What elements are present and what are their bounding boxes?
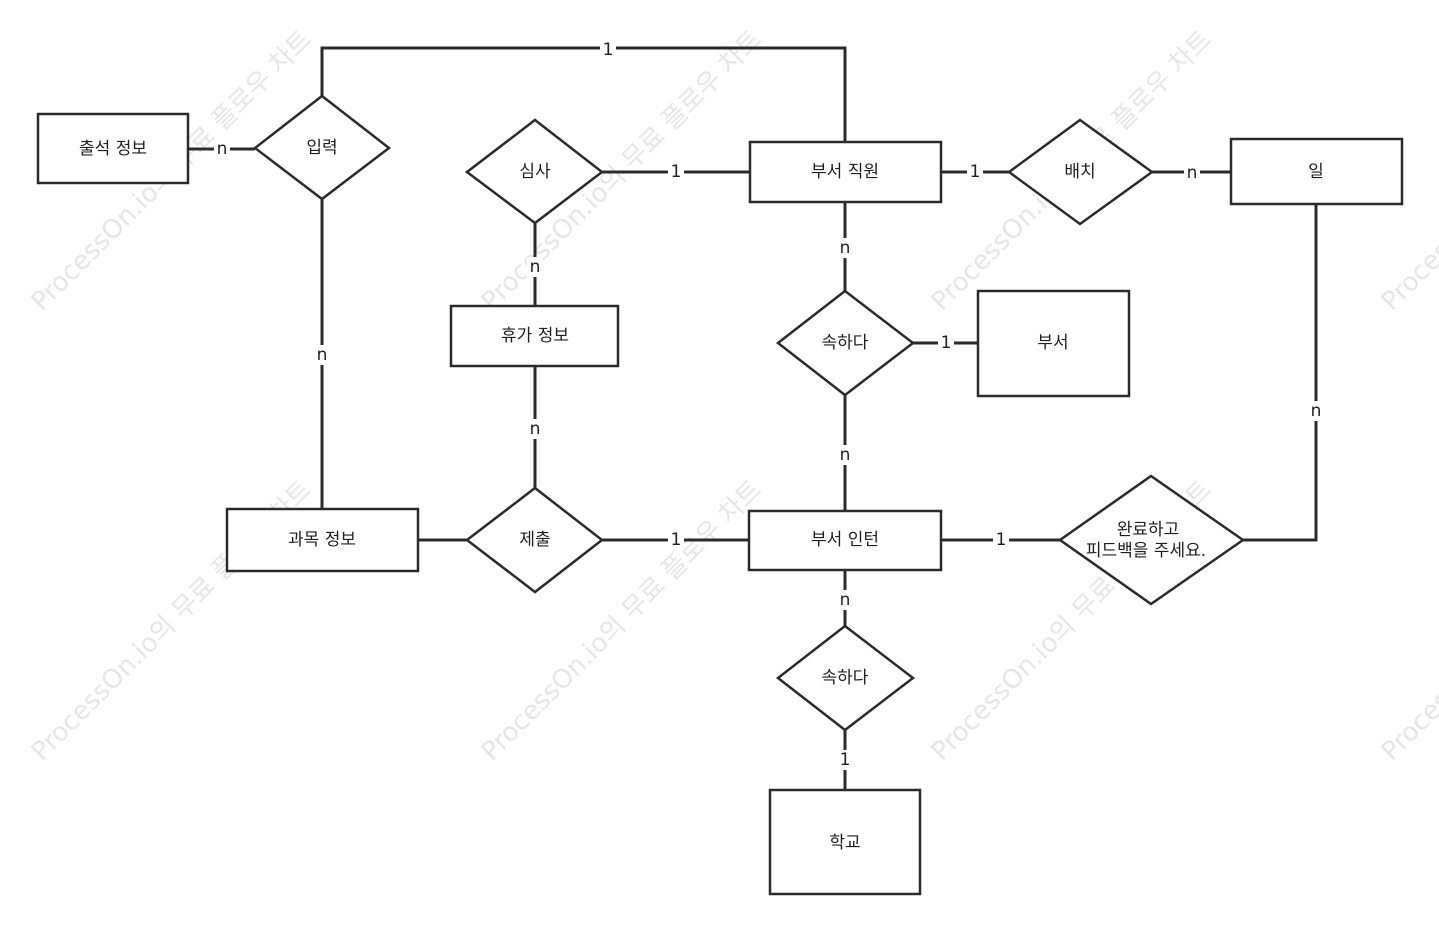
watermark: ProcessOn.io의 무료 플로우 차트 [1376,475,1439,767]
entity-label: 출석 정보 [79,139,147,159]
cardinality-label: 1 [970,162,981,182]
relation-input[interactable]: 입력 [252,94,392,201]
relation-label-line1: 완료하고 [1117,520,1180,540]
cardinality-label: 1 [840,750,851,770]
cardinalities: 1 n n 1 n 1 n n 1 n n 1 1 n n 1 [214,40,1324,770]
entity-course-info[interactable]: 과목 정보 [225,507,420,573]
relation-complete-feedback[interactable]: 완료하고 피드백을 주세요. [1057,474,1246,606]
entity-label: 부서 [1037,333,1068,353]
entity-department[interactable]: 부서 [976,289,1131,398]
entity-leave-info[interactable]: 휴가 정보 [449,304,620,368]
entity-department-staff[interactable]: 부서 직원 [748,140,943,204]
relation-label: 속하다 [822,333,869,353]
entity-work[interactable]: 일 [1229,137,1404,206]
entity-school[interactable]: 학교 [768,788,922,896]
relation-assign[interactable]: 배치 [1006,118,1155,226]
entity-attendance-info[interactable]: 출석 정보 [36,112,190,185]
cardinality-label: 1 [996,530,1007,550]
edge-complete-work [1243,204,1318,542]
edge-input-staff [320,46,847,142]
cardinality-label: n [840,445,851,465]
entity-label: 과목 정보 [288,530,356,550]
cardinality-label: n [317,345,328,365]
relation-label-line2: 피드백을 주세요. [1086,541,1206,561]
watermark-layer: ProcessOn.io의 무료 플로우 차트 ProcessOn.io의 무료… [26,25,1439,767]
cardinality-label: n [1187,163,1198,183]
relationships: 입력 심사 배치 속하다 제출 완료하고 피드백을 주세요. 속하다 [252,94,1246,732]
cardinality-label: n [530,419,541,439]
entity-label: 휴가 정보 [501,326,569,346]
cardinality-label: n [840,590,851,610]
cardinality-label: n [1311,401,1322,421]
cardinality-label: 1 [603,40,614,60]
relation-label: 속하다 [822,668,869,688]
relation-label: 심사 [519,162,551,182]
entity-label: 학교 [829,833,860,853]
relation-review[interactable]: 심사 [464,118,605,225]
entity-label: 일 [1308,162,1324,182]
entity-label: 부서 직원 [811,162,879,182]
entity-department-intern[interactable]: 부서 인턴 [747,509,943,572]
relation-belong-department[interactable]: 속하다 [775,289,916,397]
entities: 출석 정보 부서 직원 일 휴가 정보 부서 과목 정보 부서 인턴 학교 [36,112,1404,896]
cardinality-label: n [530,257,541,277]
cardinality-label: 1 [671,162,682,182]
cardinality-label: n [217,139,228,159]
relation-submit[interactable]: 제출 [464,486,605,594]
entity-label: 부서 인턴 [811,530,879,550]
relation-label: 입력 [306,138,337,158]
relation-belong-school[interactable]: 속하다 [775,624,916,732]
cardinality-label: 1 [671,530,682,550]
cardinality-label: 1 [941,333,952,353]
relation-label: 배치 [1064,162,1095,182]
relation-label: 제출 [519,530,550,550]
cardinality-label: n [840,238,851,258]
